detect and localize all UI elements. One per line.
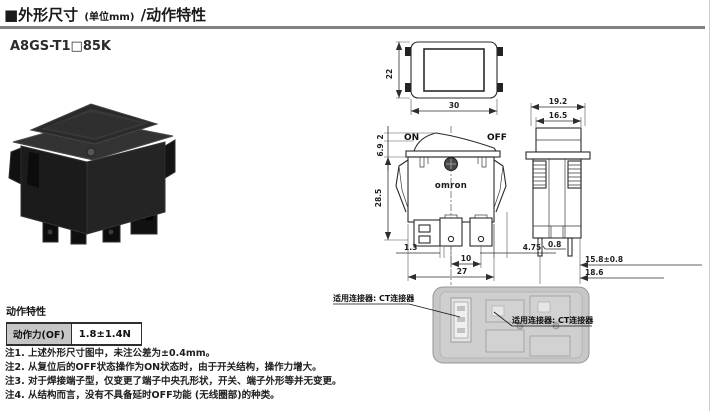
dim-bezel-height: 6.9 xyxy=(376,143,385,156)
label-off: OFF xyxy=(487,133,507,143)
connector-callout-right: 适用连接器: CT连接器 xyxy=(512,315,594,325)
operating-characteristics: 动作特性 动作力(OF) 1.8±1.4N xyxy=(6,303,142,346)
dim-side-rocker-width: 16.5 xyxy=(549,111,568,120)
note-3: 注3. 对于焊接端子型，仅变更了端子中央孔形状，开关、端子外形等并无变更。 xyxy=(5,376,342,387)
product-photo xyxy=(5,88,180,250)
dim-side-top-width: 19.2 xyxy=(549,97,568,106)
section-title: ■外形尺寸 (单位mm) /动作特性 xyxy=(4,4,206,25)
section-title-rest: /动作特性 xyxy=(140,6,207,24)
title-underline xyxy=(0,26,705,29)
dim-clip-protrusion: 4.75 xyxy=(523,243,542,252)
characteristics-row-value: 1.8±1.4N xyxy=(70,322,142,346)
dim-overall-depth: 18.6 xyxy=(585,268,604,277)
notes-list: 注1. 上述外形尺寸图中，未注公差为±0.4mm。 注2. 从复位后的OFF状态… xyxy=(5,347,342,403)
photo-screw xyxy=(86,147,96,157)
front-view: ON OFF omron xyxy=(374,126,556,285)
side-view: 19.2 16.5 0.8 15.8±0.8 xyxy=(525,97,702,284)
top-view: 22 30 xyxy=(385,41,503,115)
characteristics-row-label: 动作力(OF) xyxy=(6,322,72,346)
dim-rocker-protrusion: 2 xyxy=(376,134,385,139)
dimension-drawing: 22 30 ON OFF xyxy=(330,20,710,375)
note-1: 注1. 上述外形尺寸图中，未注公差为±0.4mm。 xyxy=(5,348,216,359)
dim-top-width: 30 xyxy=(449,101,459,110)
dim-terminal-pitch: 10 xyxy=(461,254,471,263)
ct-connector-left xyxy=(450,297,472,343)
dim-body-height: 28.5 xyxy=(374,189,383,208)
ct-connector-right xyxy=(485,295,571,357)
characteristics-heading: 动作特性 xyxy=(6,307,46,318)
section-title-unit: (单位mm) xyxy=(84,12,135,23)
bottom-view-photo: 适用连接器: CT连接器 适用连接器: CT连接器 xyxy=(333,286,594,364)
connector-callout-left: 适用连接器: CT连接器 xyxy=(333,293,415,303)
note-2: 注2. 从复位后的OFF状态操作为ON状态时，由于开关结构，操作力增大。 xyxy=(5,362,322,373)
dim-terminal-thickness: 0.8 xyxy=(548,240,561,249)
brand-logo-text: omron xyxy=(435,181,467,191)
label-on: ON xyxy=(404,133,419,143)
dim-mounting-depth: 15.8±0.8 xyxy=(585,255,623,264)
front-terminals xyxy=(413,214,493,247)
model-number: A8GS-T1□85K xyxy=(10,39,111,54)
table-row: 动作力(OF) 1.8±1.4N xyxy=(6,322,142,346)
characteristics-table: 动作力(OF) 1.8±1.4N xyxy=(6,322,142,346)
dim-terminal-offset: 1.3 xyxy=(404,243,417,252)
photo-body xyxy=(8,139,176,235)
dim-body-width: 27 xyxy=(457,267,467,276)
photo-rocker xyxy=(29,103,159,145)
section-title-main: ■外形尺寸 xyxy=(4,6,79,24)
dim-top-height: 22 xyxy=(385,69,394,79)
note-4: 注4. 从结构而言，没有不具备延时OFF功能 (无线圈部)的种类。 xyxy=(5,390,280,401)
dimension-drawing-svg: 22 30 ON OFF xyxy=(333,41,702,364)
product-photo-illustration xyxy=(8,103,176,245)
